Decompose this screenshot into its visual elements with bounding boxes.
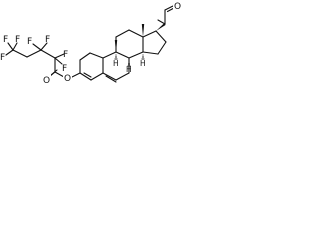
h9-label: H [113, 59, 119, 68]
fluorine-label-c3b: F [45, 35, 50, 45]
structure-canvas: H H H O O O F F F F F F F [0, 0, 222, 107]
fluorine-label-c4c: F [15, 35, 20, 45]
fluorine-label-c3a: F [27, 37, 32, 47]
ester-oxygen-label: O [64, 74, 71, 84]
fluorine-label-c4a: F [3, 35, 8, 45]
ring-d [142, 30, 167, 55]
fluorine-label-c4b: F [0, 53, 5, 63]
ring-b [102, 51, 130, 83]
h9-hash [114, 54, 118, 60]
perfluoro-chain [5, 42, 65, 65]
c19-methyl-wedge [114, 40, 118, 52]
ketone-oxygen-label: O [174, 2, 181, 12]
h8-label: H [126, 65, 132, 74]
fluorine-label-c2a: F [62, 64, 67, 74]
c18-methyl-wedge [141, 24, 145, 37]
ring-a [79, 52, 104, 81]
carbonyl-oxygen-label: O [43, 76, 50, 86]
h8-hash [127, 61, 131, 67]
molecule-diagram: H H H O O O F F F F F F F [0, 0, 181, 86]
fluorine-label-c2b: F [63, 50, 68, 60]
acetyl-group [156, 5, 176, 31]
h14-hash [141, 54, 145, 60]
h14-label: H [140, 59, 146, 68]
